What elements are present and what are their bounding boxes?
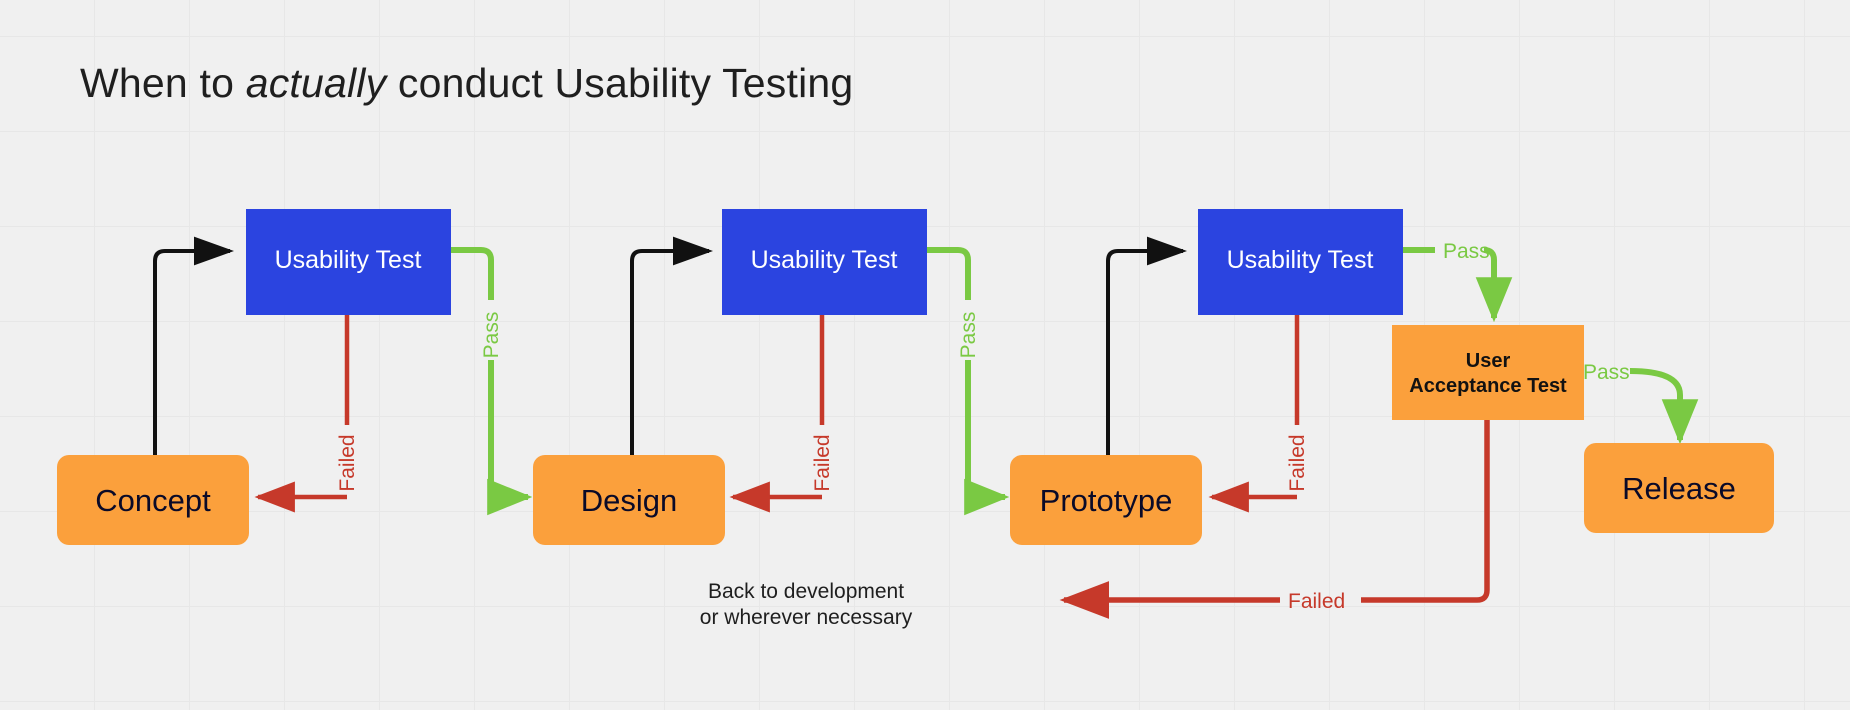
node-prototype-label: Prototype xyxy=(1040,483,1173,518)
edge-ut3-pass-uat: Pass xyxy=(1401,240,1513,323)
edge-label-failed-3: Failed xyxy=(1286,434,1309,491)
edge-ut1-pass-design: Pass xyxy=(450,247,533,516)
edge-label-pass-4: Pass xyxy=(1583,361,1630,384)
edge-ut2-failed-design: Failed xyxy=(729,315,834,513)
node-release-label: Release xyxy=(1622,471,1736,506)
edge-prototype-to-ut3 xyxy=(1106,236,1187,455)
node-usability-test-2[interactable]: Usability Test xyxy=(722,209,927,315)
edge-ut3-failed-prototype: Failed xyxy=(1208,315,1309,513)
edge-ut2-pass-prototype: Pass xyxy=(927,247,1010,516)
node-release[interactable]: Release xyxy=(1584,443,1774,533)
edge-uat-failed-back: Failed xyxy=(1059,419,1490,619)
edge-label-failed-2: Failed xyxy=(811,434,834,491)
edge-concept-to-ut1 xyxy=(153,236,234,455)
edge-design-to-ut2 xyxy=(630,236,713,455)
node-uat-label-line1: User xyxy=(1466,350,1511,372)
node-usability-test-2-label: Usability Test xyxy=(751,246,898,274)
node-concept-label: Concept xyxy=(95,483,211,518)
page-title: When to actually conduct Usability Testi… xyxy=(80,60,853,107)
edge-ut1-failed-concept: Failed xyxy=(254,315,359,513)
title-part-emphasis: actually xyxy=(245,60,387,106)
node-usability-test-1[interactable]: Usability Test xyxy=(246,209,451,315)
title-part-after: conduct Usability Testing xyxy=(386,60,854,106)
edge-label-failed-4: Failed xyxy=(1288,590,1345,613)
edge-label-pass-3: Pass xyxy=(1443,240,1490,263)
node-usability-test-3-label: Usability Test xyxy=(1227,246,1374,274)
note-line-1: Back to development xyxy=(708,580,904,603)
node-design[interactable]: Design xyxy=(533,455,725,545)
node-user-acceptance-test[interactable]: User Acceptance Test xyxy=(1392,325,1584,420)
node-usability-test-3[interactable]: Usability Test xyxy=(1198,209,1403,315)
node-usability-test-1-label: Usability Test xyxy=(275,246,422,274)
note-line-2: or wherever necessary xyxy=(700,606,913,629)
edge-label-pass-1: Pass xyxy=(480,312,503,359)
note-back-to-development: Back to development or wherever necessar… xyxy=(700,580,913,629)
node-uat-label-line2: Acceptance Test xyxy=(1409,375,1567,397)
node-prototype[interactable]: Prototype xyxy=(1010,455,1202,545)
node-design-label: Design xyxy=(581,483,678,518)
edge-label-pass-2: Pass xyxy=(957,312,980,359)
edge-label-failed-1: Failed xyxy=(336,434,359,491)
title-part-before: When to xyxy=(80,60,246,106)
node-concept[interactable]: Concept xyxy=(57,455,249,545)
